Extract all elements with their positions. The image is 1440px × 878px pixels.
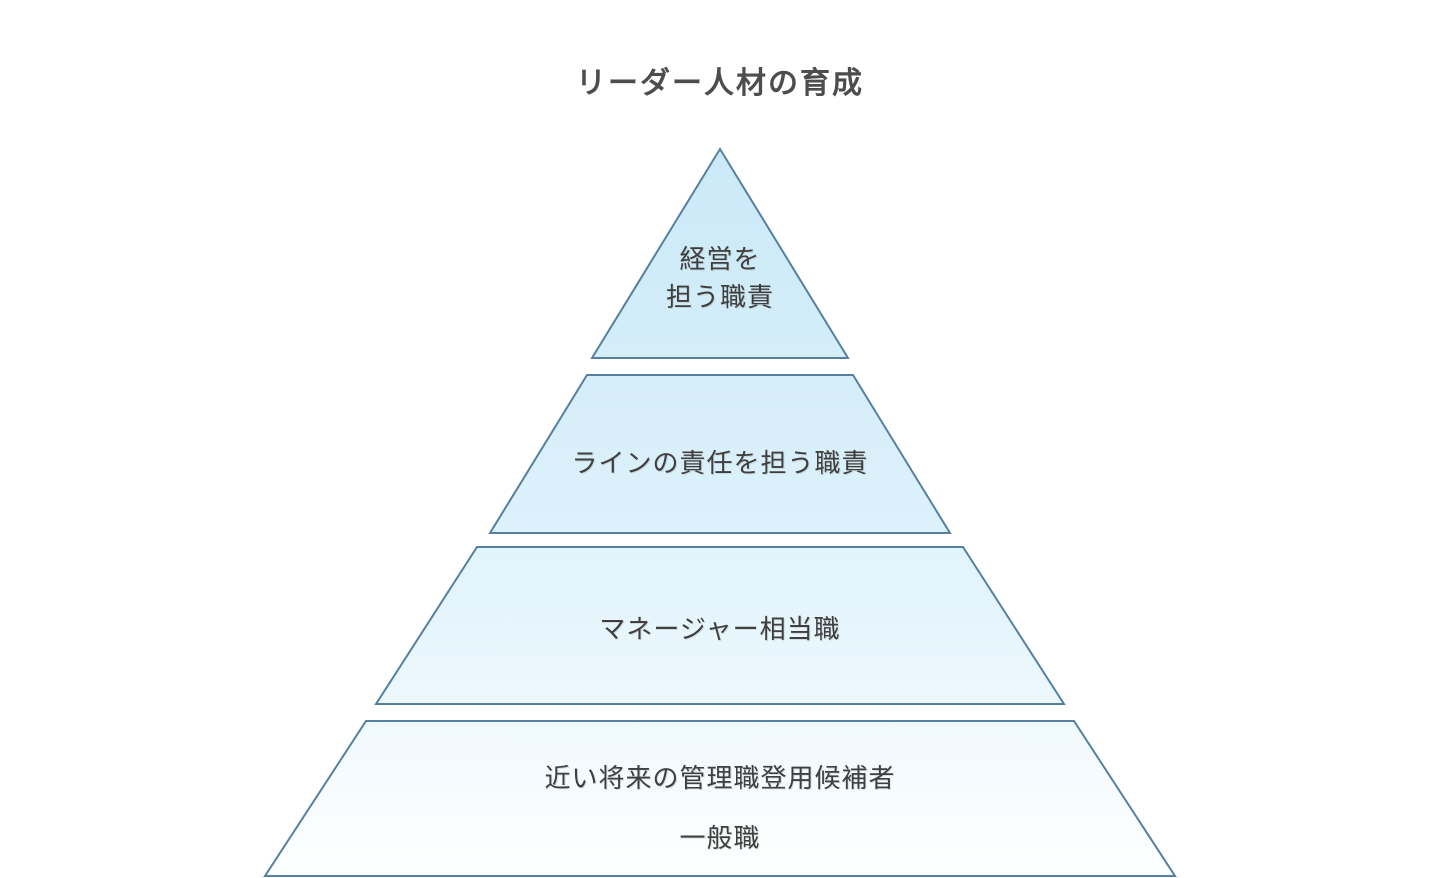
pyramid-level-2-shape [488,374,952,534]
pyramid-level-1-shape [590,147,850,359]
level-4-label-line-2: 一般職 [679,823,761,853]
level-1-label-line-2: 担う職責 [665,282,774,312]
level-3-label: マネージャー相当職 [599,614,841,644]
level-2-label: ラインの責任を担う職責 [571,448,869,478]
level-1-label-line-1: 経営を [679,244,761,274]
page-title: リーダー人材の育成 [576,67,864,100]
pyramid-level-4-shape [263,720,1177,877]
pyramid-level-3-shape [374,546,1066,705]
level-4-label-line-1: 近い将来の管理職登用候補者 [544,763,896,793]
